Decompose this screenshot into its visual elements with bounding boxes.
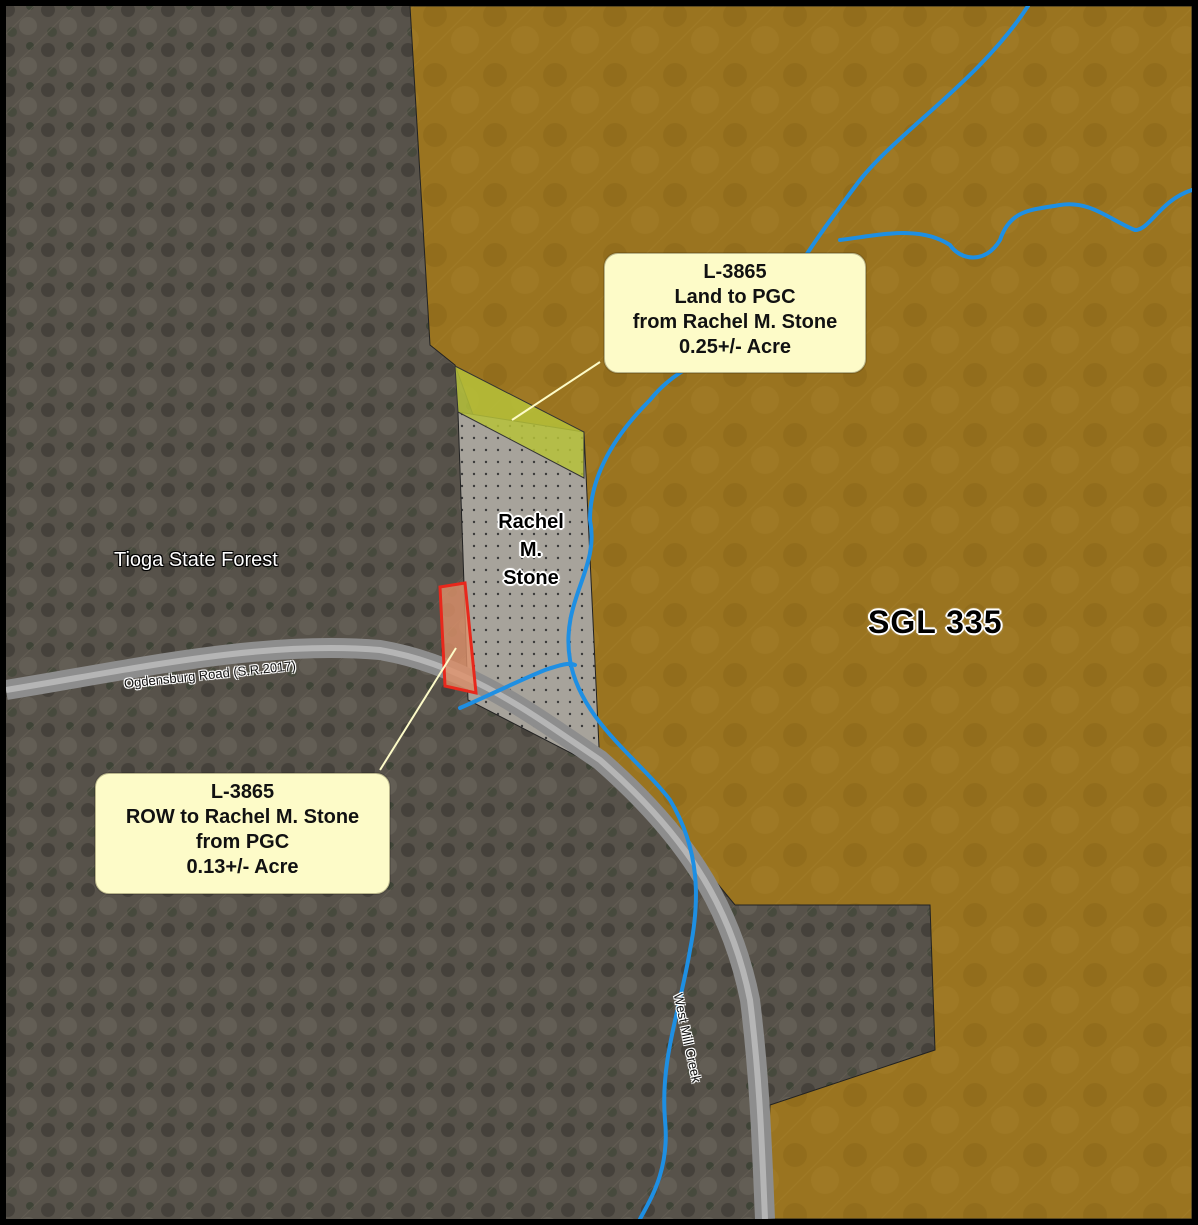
forest-label: Tioga State Forest — [114, 549, 278, 571]
callout-leader-row — [379, 647, 457, 771]
parcel-label-line-2: M. — [519, 539, 543, 561]
parcel-label-line-1: Rachel — [498, 511, 564, 533]
parcel-label-line-3: Stone — [503, 567, 559, 589]
callout-land-to-pgc: L-3865 Land to PGC from Rachel M. Stone … — [604, 253, 866, 373]
callout-land-title: Land to PGC — [674, 286, 796, 308]
callout-row-acreage: 0.13+/- Acre — [186, 856, 299, 878]
stream-tributary-west[interactable] — [458, 661, 577, 710]
callout-row-from: from PGC — [195, 831, 290, 853]
callout-land-acreage: 0.25+/- Acre — [678, 336, 792, 358]
land-to-pgc-parcel[interactable] — [454, 365, 585, 479]
ogdensburg-road-centerline — [6, 645, 768, 1219]
map-canvas[interactable] — [6, 6, 1192, 1219]
sgl-label: SGL 335 — [868, 604, 1003, 640]
callout-row-to-stone: L-3865 ROW to Rachel M. Stone from PGC 0… — [95, 773, 390, 894]
row-parcel[interactable] — [438, 581, 478, 695]
stream-tributary-east[interactable] — [838, 188, 1192, 260]
callout-row-id: L-3865 — [210, 781, 275, 803]
west-mill-creek[interactable] — [566, 6, 1030, 1219]
parcel-label: Rachel M. Stone — [476, 508, 586, 592]
callout-leader-land — [511, 361, 601, 421]
callout-land-from: from Rachel M. Stone — [632, 311, 838, 333]
callout-row-title: ROW to Rachel M. Stone — [125, 806, 360, 828]
callout-land-id: L-3865 — [703, 261, 767, 283]
